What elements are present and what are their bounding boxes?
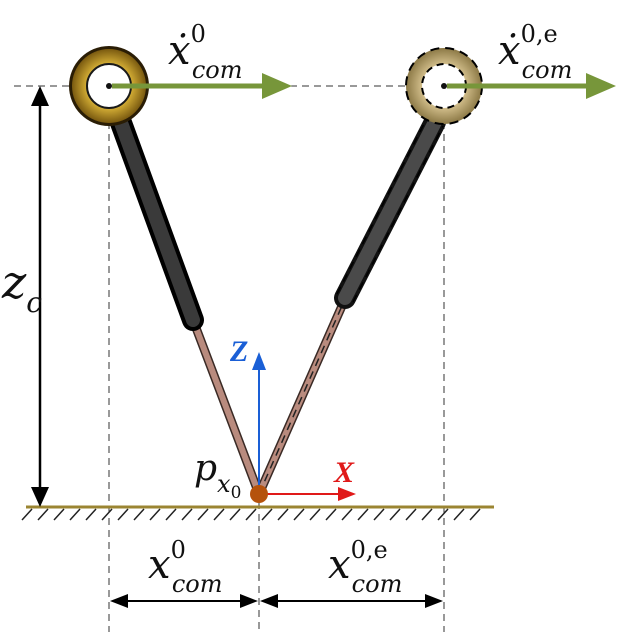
hatch-mark — [261, 508, 273, 521]
hatch-mark — [149, 508, 161, 521]
hatch-mark — [21, 508, 33, 521]
leg-actual — [109, 109, 264, 499]
hatch-mark — [293, 508, 305, 521]
z-axis-label: Z — [229, 335, 248, 368]
hatch-mark — [453, 508, 465, 521]
height-label: zc — [1, 255, 42, 319]
hatch-mark — [341, 508, 353, 521]
hatch-mark — [325, 508, 337, 521]
x-axis-label: X — [333, 456, 355, 489]
pivot-point — [250, 485, 268, 503]
hatch-mark — [37, 508, 49, 521]
hatch-mark — [309, 508, 321, 521]
hatch-mark — [213, 508, 225, 521]
pivot-label: px0 — [194, 448, 241, 503]
com-point — [106, 83, 112, 89]
hatch-mark — [469, 508, 481, 521]
hatch-mark — [181, 508, 193, 521]
ground-hatching — [21, 508, 481, 521]
leg-estimated — [254, 111, 446, 499]
hatch-mark — [53, 508, 65, 521]
hatch-mark — [101, 508, 113, 521]
hatch-mark — [437, 508, 449, 521]
hatch-mark — [117, 508, 129, 521]
height-dimension — [31, 86, 49, 507]
hatch-mark — [165, 508, 177, 521]
com-mass — [69, 46, 149, 126]
hatch-mark — [69, 508, 81, 521]
coordinate-frame — [250, 352, 356, 503]
hatch-mark — [421, 508, 433, 521]
hatch-mark — [245, 508, 257, 521]
hatch-mark — [277, 508, 289, 521]
hatch-mark — [85, 508, 97, 521]
hatch-mark — [133, 508, 145, 521]
offset-dimensions — [110, 594, 443, 608]
hatch-mark — [373, 508, 385, 521]
hatch-mark — [229, 508, 241, 521]
ground — [21, 505, 494, 521]
com-point-estimated — [441, 83, 447, 89]
hatch-mark — [357, 508, 369, 521]
hatch-mark — [389, 508, 401, 521]
hatch-mark — [197, 508, 209, 521]
hatch-mark — [405, 508, 417, 521]
